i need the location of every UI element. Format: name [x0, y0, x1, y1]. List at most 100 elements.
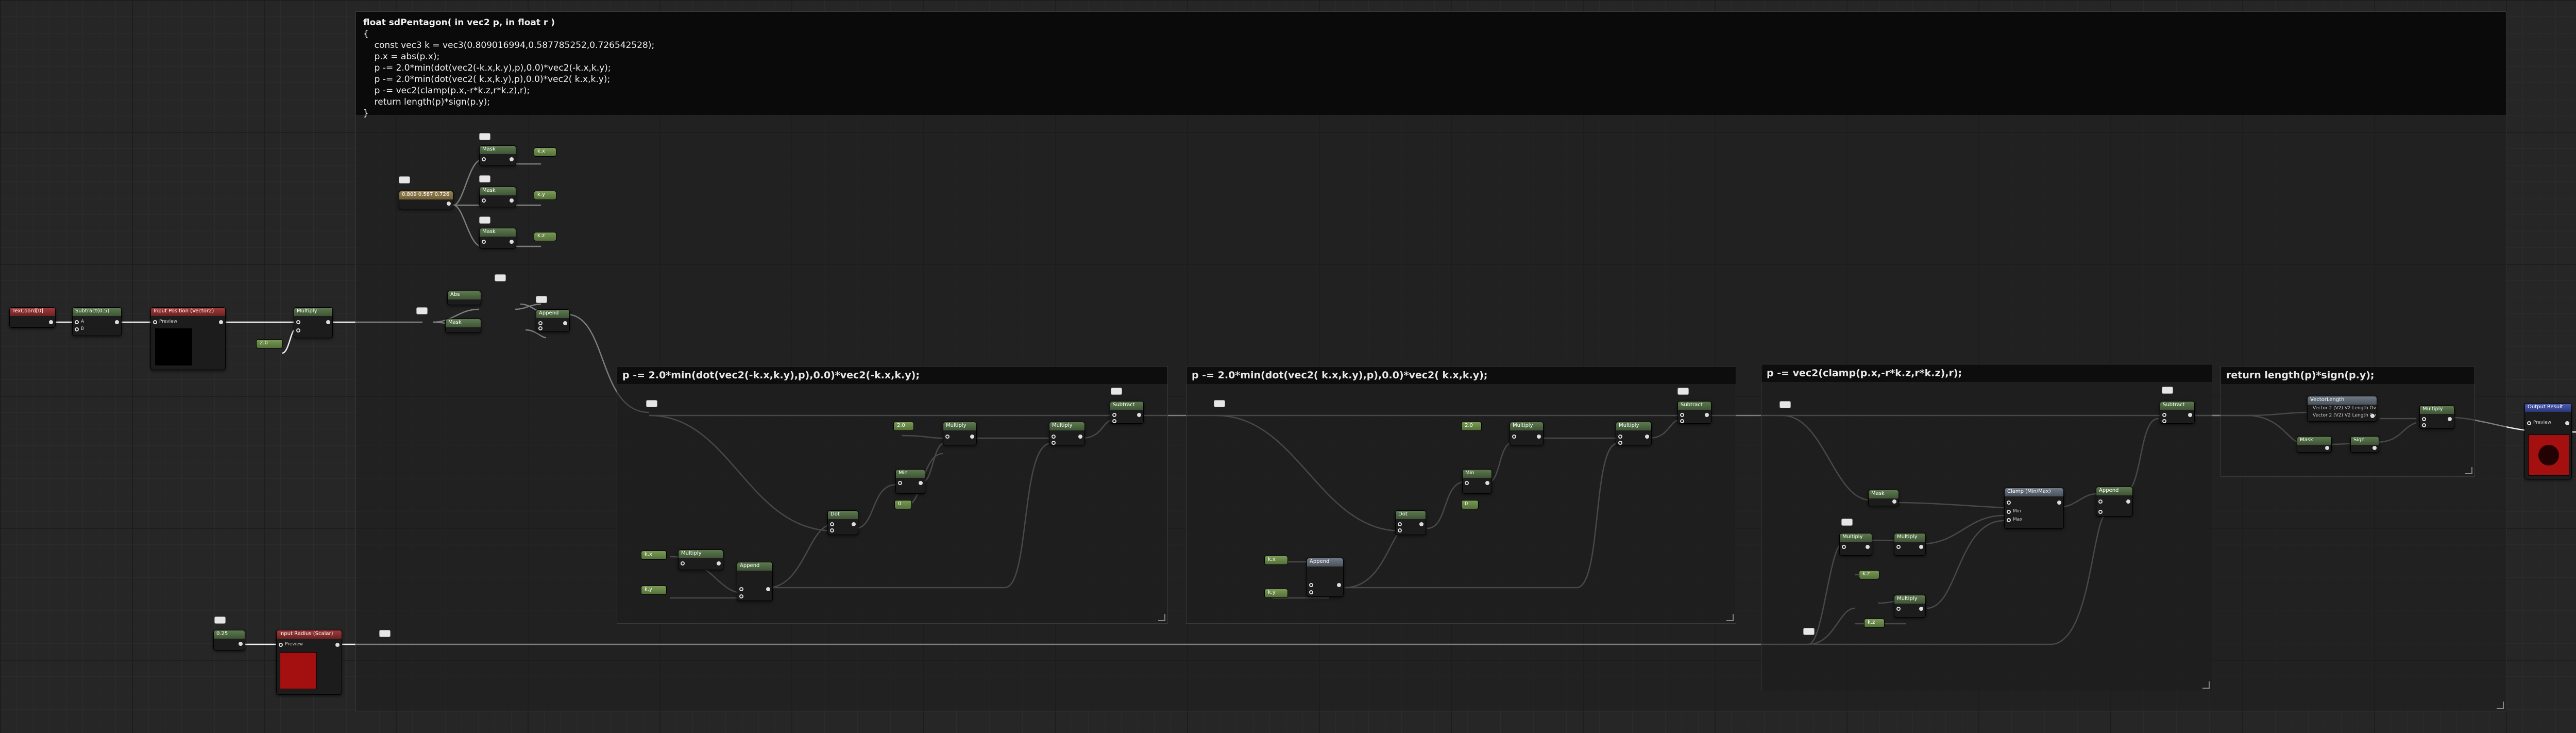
input-pin-a[interactable] — [1052, 435, 1056, 439]
input-radius-node[interactable]: Input Radius (Scalar) Preview — [276, 630, 342, 695]
reroute-node[interactable] — [479, 216, 490, 224]
output-pin[interactable] — [2372, 446, 2377, 450]
clamp-node[interactable]: Clamp (Min/Max) Min Max — [2004, 488, 2064, 529]
multiply-node[interactable]: Multiply — [1616, 422, 1652, 445]
mask-x-node[interactable]: Mask — [1868, 490, 1899, 506]
append-node[interactable]: Append — [536, 309, 570, 332]
output-pin[interactable] — [852, 522, 856, 526]
output-pin[interactable] — [239, 642, 243, 646]
input-pin-a[interactable] — [2422, 417, 2426, 421]
named-reroute-kz[interactable]: k.z — [534, 232, 556, 241]
input-pin-a[interactable] — [1512, 435, 1516, 439]
output-pin[interactable] — [1919, 607, 1923, 611]
multiply-node[interactable]: Multiply — [1049, 422, 1085, 445]
mask-y-node[interactable]: Mask — [2297, 436, 2332, 453]
reroute-node[interactable] — [479, 175, 490, 182]
resize-handle[interactable] — [2465, 467, 2472, 474]
input-pin-a[interactable] — [898, 481, 902, 485]
input-pin[interactable] — [2527, 421, 2531, 425]
constant-zero[interactable]: 0 — [1461, 500, 1479, 509]
input-pin-a[interactable] — [2162, 413, 2166, 417]
output-pin[interactable] — [1866, 545, 1870, 549]
input-pin-a[interactable] — [830, 522, 834, 526]
input-pin-b[interactable] — [75, 327, 79, 331]
named-reroute-ky[interactable]: k.y — [1264, 589, 1288, 598]
output-pin[interactable] — [2188, 413, 2192, 417]
output-pin[interactable] — [1645, 435, 1649, 439]
output-pin[interactable] — [1919, 545, 1923, 549]
output-pin[interactable] — [326, 320, 330, 324]
input-pin-a[interactable] — [1465, 481, 1469, 485]
output-pin[interactable] — [510, 240, 514, 244]
append-node[interactable]: Append — [2096, 487, 2133, 517]
output-pin[interactable] — [2565, 421, 2569, 425]
output-pin[interactable] — [1705, 413, 1709, 417]
constant-two[interactable]: 2.0 — [1461, 422, 1482, 431]
resize-handle[interactable] — [2202, 681, 2210, 689]
constant-node[interactable]: 2.0 — [256, 339, 283, 348]
dot-node[interactable]: Dot — [827, 510, 858, 535]
named-reroute-ky[interactable]: k.y — [641, 586, 667, 595]
output-pin[interactable] — [1078, 435, 1082, 439]
input-pin-a[interactable] — [2098, 499, 2103, 504]
mask-ky-node[interactable]: Mask — [479, 187, 516, 207]
input-pin-a[interactable] — [1896, 607, 1901, 611]
output-result-node[interactable]: Output Result Preview — [2524, 403, 2572, 479]
output-pin[interactable] — [510, 198, 514, 203]
reroute-node[interactable] — [479, 133, 490, 140]
subtract-node[interactable]: Subtract — [2160, 401, 2195, 424]
reroute-node[interactable] — [1677, 388, 1689, 395]
subtract-node[interactable]: Subtract(0.5) A B — [72, 307, 122, 336]
output-pin[interactable] — [2448, 417, 2452, 421]
input-pin-a[interactable] — [1896, 545, 1901, 549]
input-pin-b[interactable] — [1309, 590, 1313, 594]
multiply-node[interactable]: Multiply — [2419, 405, 2454, 429]
named-reroute-kz[interactable]: k.z — [1859, 570, 1879, 579]
input-pin-a[interactable] — [1112, 413, 1116, 417]
input-pin-b[interactable] — [1112, 419, 1116, 423]
named-reroute-kz[interactable]: k.z — [1864, 619, 1885, 628]
output-pin[interactable] — [2057, 501, 2061, 505]
input-pin-b[interactable] — [2422, 423, 2426, 427]
reroute-node[interactable] — [379, 630, 391, 637]
reroute-node[interactable] — [646, 400, 657, 407]
input-pin-a[interactable] — [945, 435, 950, 439]
vector-length-node[interactable]: VectorLength Vector 2 (V2) V2 Length Ov … — [2307, 396, 2377, 422]
output-pin[interactable] — [115, 320, 119, 324]
multiply-node[interactable]: Multiply — [1510, 422, 1544, 445]
named-reroute-ky[interactable]: k.y — [534, 191, 556, 200]
multiply-node[interactable]: Multiply — [1894, 595, 1926, 618]
reroute-node[interactable] — [1111, 388, 1122, 395]
comment-clamp[interactable]: p -= vec2(clamp(p.x,-r*k.z,r*k.z),r); — [1761, 364, 2212, 691]
constant-radius[interactable]: 0.25 — [213, 630, 245, 651]
input-pin-a[interactable] — [75, 320, 79, 324]
input-pin-a[interactable] — [1309, 583, 1313, 587]
constant3-node[interactable]: 0.809 0.587 0.726 — [399, 191, 453, 209]
subtract-node[interactable]: Subtract — [1677, 401, 1711, 424]
output-pin[interactable] — [1137, 413, 1141, 417]
input-position-node[interactable]: Input Position (Vector2) Preview — [150, 307, 226, 370]
min-node[interactable]: Min — [895, 469, 925, 494]
output-pin[interactable] — [335, 643, 340, 647]
input-pin[interactable] — [482, 157, 486, 161]
output-pin[interactable] — [919, 481, 923, 485]
output-pin[interactable] — [2325, 446, 2329, 450]
input-pin-b[interactable] — [538, 326, 543, 330]
multiply-node[interactable]: Multiply — [1839, 533, 1872, 556]
output-pin[interactable] — [766, 587, 770, 591]
named-reroute-kx[interactable]: k.x — [1264, 556, 1288, 565]
output-pin[interactable] — [1892, 499, 1896, 504]
reroute-node[interactable] — [536, 296, 547, 303]
input-pin[interactable] — [482, 240, 486, 244]
reroute-node[interactable] — [416, 307, 428, 314]
reroute-node[interactable] — [399, 176, 410, 184]
append-node[interactable]: Append — [737, 562, 773, 601]
input-pin-a[interactable] — [1680, 413, 1684, 417]
output-pin[interactable] — [49, 320, 53, 324]
output-pin[interactable] — [1485, 481, 1489, 485]
input-pin-b[interactable] — [739, 594, 743, 598]
comment-reflect-neg[interactable]: p -= 2.0*min(dot(vec2(-k.x,k.y),p),0.0)*… — [617, 366, 1168, 624]
input-pin-b[interactable] — [1680, 419, 1684, 423]
input-pin-a[interactable] — [739, 587, 743, 591]
multiply-node[interactable]: Multiply — [943, 422, 977, 445]
